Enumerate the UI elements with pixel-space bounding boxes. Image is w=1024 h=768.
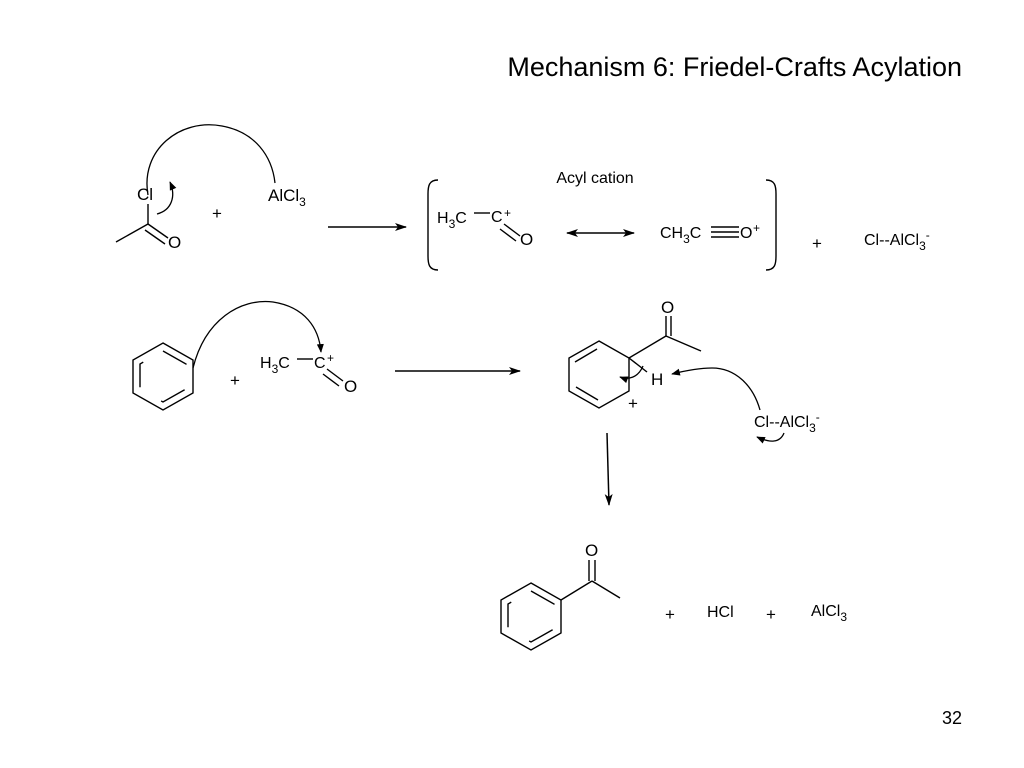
step2-tetrachloroaluminate: Cl--AlCl3-	[754, 410, 820, 435]
sigma-methyl-bond	[665, 335, 702, 352]
acetophenone-acyl-bond	[560, 580, 593, 601]
ring-restore-arrow	[619, 365, 644, 384]
step3-plus-sign-1: +	[665, 605, 675, 624]
hydrogen-chloride: HCl	[707, 604, 734, 621]
acetophenone-ring	[500, 582, 562, 651]
acylium-double-bond-2	[322, 373, 340, 387]
resonance-1-carbon: C	[491, 209, 503, 226]
acylium-carbon: C	[314, 355, 326, 372]
oxygen-atom: O	[168, 233, 181, 252]
resonance-1-double-bond-2	[499, 228, 517, 242]
sigma-ring-double-bond-1	[574, 348, 598, 363]
reaction-arrow-3	[604, 432, 613, 506]
product-plus-sign: +	[812, 234, 822, 253]
aluminum-chloride: AlCl3	[268, 186, 306, 209]
resonance-1-methyl: H3C	[437, 210, 467, 231]
tetrachloroaluminate: Cl--AlCl3-	[864, 228, 930, 253]
pi-attack-arrow	[192, 300, 324, 369]
acylium-double-bond-1	[326, 368, 344, 382]
acylium-resonance-form-1: H3C C + O	[437, 206, 533, 249]
plus-sign: +	[212, 204, 222, 223]
acylium-resonance-form-2: CH3C O +	[660, 221, 760, 246]
benzene-hexagon	[132, 342, 194, 411]
chloride-release-arrow	[756, 432, 785, 444]
sigma-oxygen: O	[661, 298, 674, 317]
sigma-complex-ring	[568, 340, 630, 409]
c-o-double-bond-2	[144, 229, 166, 245]
acetophenone-oxygen: O	[585, 541, 598, 560]
acylium-methyl: H3C	[260, 355, 290, 376]
resonance-1-charge: +	[504, 206, 511, 220]
resonance-1-double-bond-1	[503, 223, 521, 237]
acyl-cation-label: Acyl cation	[556, 170, 633, 187]
acetophenone: O	[500, 541, 621, 651]
acetophenone-inner-bonds	[507, 590, 555, 643]
left-resonance-bracket	[427, 179, 439, 271]
resonance-2-charge: +	[753, 221, 760, 235]
sigma-acyl-bond	[628, 335, 667, 359]
deprotonation-arrow	[671, 367, 761, 411]
step2-plus-sign: +	[230, 371, 240, 390]
c-o-double-bond-1	[147, 223, 169, 239]
resonance-2-oxygen: O	[740, 225, 752, 242]
sigma-c-h-bond	[628, 357, 648, 373]
resonance-1-oxygen: O	[520, 230, 533, 249]
sigma-charge: +	[628, 394, 638, 413]
regenerated-aluminum-chloride: AlCl3	[811, 603, 847, 624]
resonance-2-methyl: CH3C	[660, 225, 701, 246]
acylium-oxygen: O	[344, 377, 357, 396]
electron-push-arrow-large	[146, 124, 276, 196]
sigma-complex: O H +	[568, 298, 702, 413]
acylium-ion: H3C C + O	[260, 351, 357, 396]
acylium-charge: +	[327, 351, 334, 365]
right-resonance-bracket	[765, 179, 777, 271]
chlorine-atom: Cl	[137, 185, 153, 204]
benzene-inner-bonds	[139, 350, 187, 403]
benzene-ring	[132, 342, 194, 411]
methyl-bond	[115, 223, 149, 243]
slide-title: Mechanism 6: Friedel-Crafts Acylation	[507, 52, 962, 82]
step3-plus-sign-2: +	[766, 605, 776, 624]
acetyl-chloride: Cl O	[115, 185, 181, 252]
page-number: 32	[942, 708, 962, 728]
electron-push-arrow-small	[156, 181, 177, 215]
acetophenone-methyl-bond	[591, 580, 621, 599]
sigma-hydrogen: H	[651, 370, 663, 389]
sigma-ring-double-bond-2	[575, 386, 599, 401]
